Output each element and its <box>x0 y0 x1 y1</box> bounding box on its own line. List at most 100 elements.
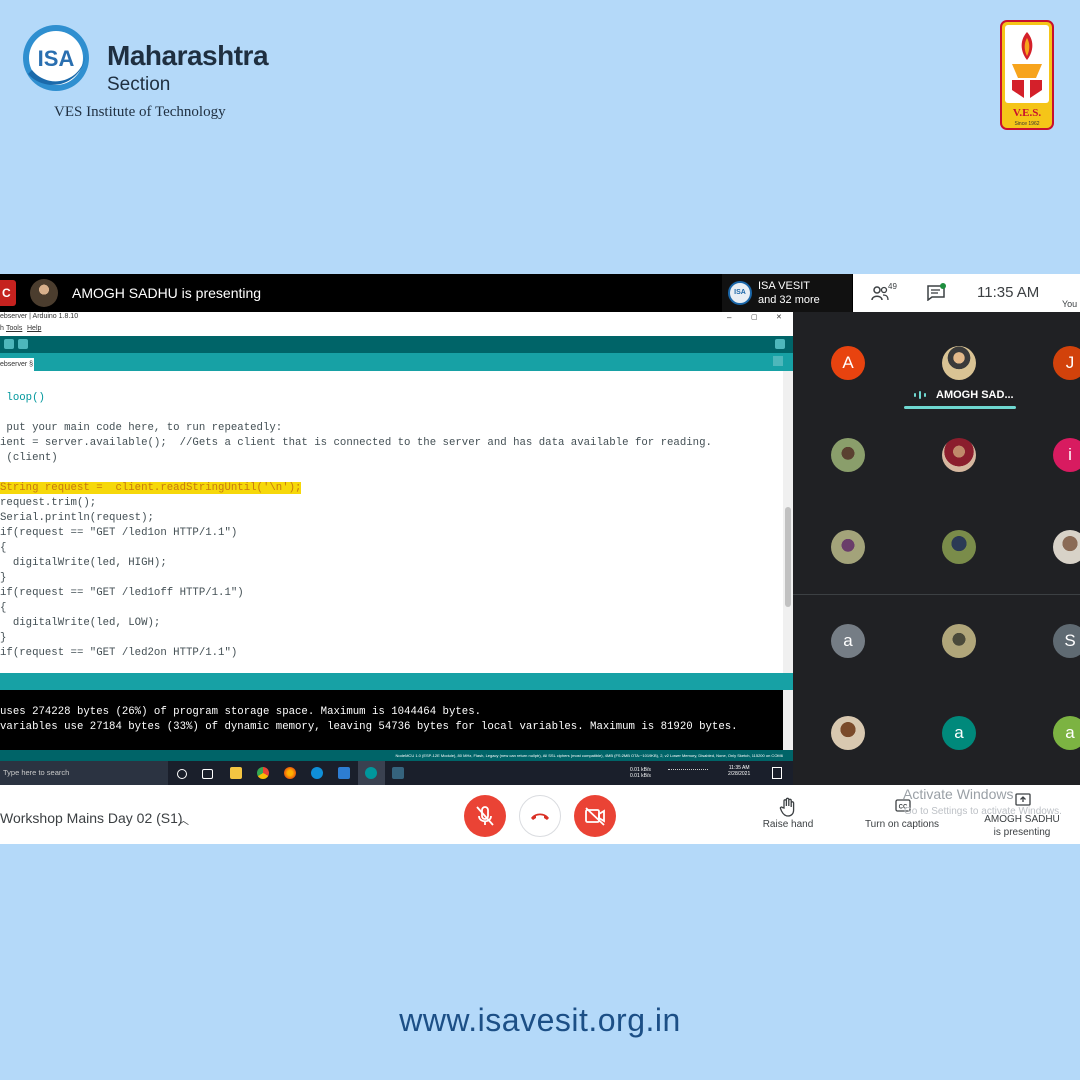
app-icon[interactable] <box>392 767 404 779</box>
code-line: if(request == "GET /led1on HTTP/1.1") <box>0 527 238 539</box>
chrome-icon[interactable] <box>257 767 269 779</box>
clock-time: 11:35 AM <box>728 765 750 771</box>
speaking-indicator-icon <box>914 391 926 399</box>
code-line: request.trim(); <box>0 497 97 509</box>
windows-taskbar: Type here to search 0.01 kB/s 0.01 kB/s … <box>0 761 793 785</box>
tray-icons[interactable] <box>668 769 708 778</box>
maximize-button[interactable]: ▢ <box>751 314 758 321</box>
website-url[interactable]: www.isavesit.org.in <box>399 1002 681 1038</box>
code-editor[interactable]: loop() put your main code here, to run r… <box>0 371 783 673</box>
clock-date: 2/28/2021 <box>728 771 751 777</box>
present-screen-icon[interactable] <box>1015 793 1031 807</box>
code-line: if(request == "GET /led2on HTTP/1.1") <box>0 647 238 659</box>
people-icon[interactable] <box>871 285 889 301</box>
leave-call-button[interactable] <box>519 795 561 837</box>
svg-text:CC: CC <box>899 805 908 811</box>
arduino-title-bar: ebserver | Arduino 1.8.10 – ▢ ✕ <box>0 312 793 324</box>
participant-avatar[interactable]: a <box>1053 716 1080 750</box>
meeting-title[interactable]: Workshop Mains Day 02 (S1) <box>0 810 183 826</box>
participant-photo[interactable] <box>831 530 865 564</box>
code-line: { <box>0 602 7 614</box>
participant-avatar[interactable]: J <box>1053 346 1080 380</box>
activate-windows-subtitle: Go to Settings to activate Windows. <box>904 806 1062 817</box>
arduino-status-bar <box>0 673 793 690</box>
menu-tools[interactable]: Tools <box>6 325 23 332</box>
menu-help[interactable]: Help <box>27 325 42 332</box>
participant-photo[interactable] <box>942 346 976 380</box>
participant-name: AMOGH SAD... <box>936 389 1014 401</box>
participant-photo[interactable] <box>942 438 976 472</box>
net-up: 0.01 kB/s <box>630 767 651 773</box>
serial-monitor-button[interactable] <box>775 339 785 349</box>
presenting-banner: AMOGH SADHU is presenting <box>72 285 262 301</box>
brand-subtitle: Section <box>107 74 171 95</box>
console-line: variables use 27184 bytes (33%) of dynam… <box>0 721 738 733</box>
meeting-details-chevron-icon[interactable]: ︿ <box>178 815 189 827</box>
shared-screen: ebserver | Arduino 1.8.10 – ▢ ✕ h Tools … <box>0 312 793 785</box>
menu-sketch[interactable]: h <box>0 325 4 332</box>
mic-off-button[interactable] <box>464 795 506 837</box>
participant-photo[interactable] <box>831 716 865 750</box>
isa-logo-text: ISA <box>38 46 75 71</box>
participant-avatar[interactable]: a <box>831 624 865 658</box>
participant-photo[interactable] <box>1053 530 1080 564</box>
code-line: (client) <box>0 452 58 464</box>
participant-avatar[interactable]: i <box>1053 438 1080 472</box>
editor-scroll-thumb[interactable] <box>785 507 791 607</box>
presenting-status[interactable]: AMOGH SADHU is presenting <box>972 813 1072 839</box>
raise-hand-icon[interactable] <box>779 797 797 817</box>
sketch-tab[interactable]: ebserver § <box>0 358 34 371</box>
cortana-icon[interactable] <box>177 769 187 779</box>
participant-photo[interactable] <box>831 438 865 472</box>
arduino-console: uses 274228 bytes (26%) of program stora… <box>0 690 783 750</box>
task-view-icon[interactable] <box>202 769 213 779</box>
presenter-avatar <box>30 279 58 307</box>
participants-count: 49 <box>888 282 897 291</box>
active-speaker-bar <box>904 406 1016 409</box>
hang-up-icon <box>531 813 549 820</box>
notification-icon[interactable] <box>772 767 782 779</box>
participant-photo[interactable] <box>942 624 976 658</box>
participant-avatar[interactable]: a <box>942 716 976 750</box>
raise-hand-label[interactable]: Raise hand <box>762 819 814 830</box>
tab-menu-button[interactable] <box>773 356 783 366</box>
close-button[interactable]: ✕ <box>776 314 782 321</box>
board-info: NodeMCU 1.0 (ESP-12E Module), 80 MHz, Fl… <box>0 750 793 761</box>
console-scrollbar[interactable] <box>783 690 793 750</box>
arduino-toolbar <box>0 336 793 353</box>
taskbar-search[interactable]: Type here to search <box>0 761 168 785</box>
org-avatar: ISA <box>728 281 752 305</box>
cc-badge[interactable]: C <box>0 280 16 306</box>
code-line: digitalWrite(led, LOW); <box>0 617 161 629</box>
mic-off-icon <box>476 806 494 826</box>
meet-controls-panel <box>853 274 1080 312</box>
participant-avatar[interactable]: S <box>1053 624 1080 658</box>
code-line: } <box>0 572 7 584</box>
org-name: ISA VESIT and 32 more <box>758 279 820 307</box>
network-speed: 0.01 kB/s 0.01 kB/s <box>630 767 651 779</box>
firefox-icon[interactable] <box>284 767 296 779</box>
ves-logo-text: V.E.S. <box>1013 107 1041 119</box>
minimize-button[interactable]: – <box>727 313 732 322</box>
file-explorer-icon[interactable] <box>230 767 242 779</box>
code-line: put your main code here, to run repeated… <box>0 422 283 434</box>
participant-avatar[interactable]: A <box>831 346 865 380</box>
edge-icon[interactable] <box>311 767 323 779</box>
presenting-line-2: is presenting <box>993 827 1051 838</box>
arduino-icon[interactable] <box>365 767 377 779</box>
taskbar-clock: 11:35 AM 2/28/2021 <box>728 765 750 777</box>
open-sketch-button[interactable] <box>18 339 28 349</box>
camera-off-button[interactable] <box>574 795 616 837</box>
participant-photo[interactable] <box>942 530 976 564</box>
code-line: } <box>0 632 7 644</box>
code-line: loop() <box>0 392 45 404</box>
meeting-time: 11:35 AM <box>977 284 1040 301</box>
isa-logo: ISA <box>23 25 89 91</box>
meet-window: C AMOGH SADHU is presenting ISA ISA VESI… <box>0 274 1080 844</box>
mail-icon[interactable] <box>338 767 350 779</box>
arduino-menu-bar: h Tools Help <box>0 324 793 336</box>
new-sketch-button[interactable] <box>4 339 14 349</box>
captions-label[interactable]: Turn on captions <box>864 819 940 830</box>
captions-icon[interactable]: CC <box>895 799 911 812</box>
activate-windows-title: Activate Windows <box>903 786 1014 802</box>
